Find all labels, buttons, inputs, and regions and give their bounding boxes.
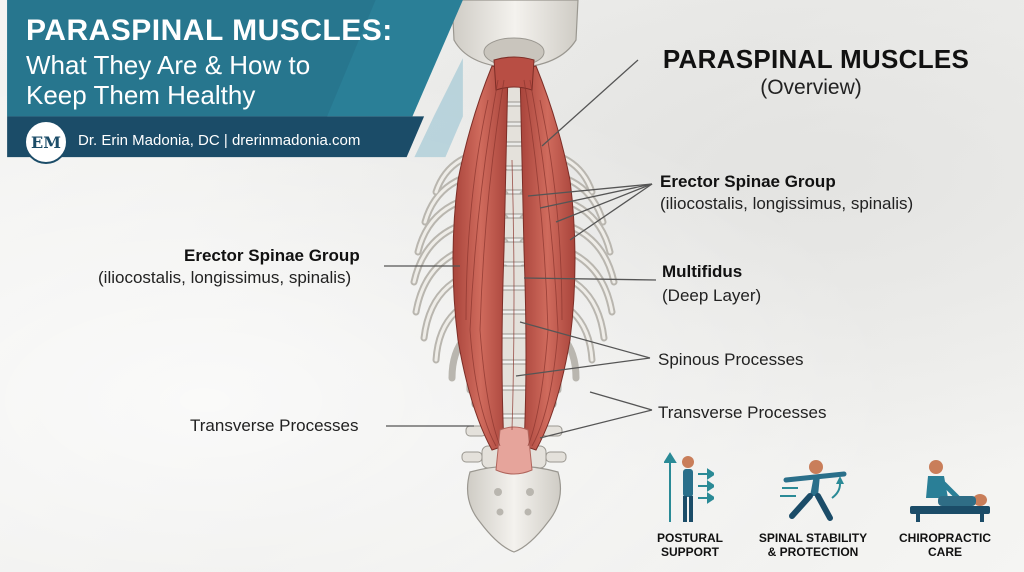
header-banner [7, 0, 463, 158]
label-erector-right-detail: (iliocostalis, longissimus, spinalis) [660, 194, 914, 213]
overview-title: PARASPINAL MUSCLES [662, 44, 970, 74]
infographic-subtitle-line1: What They Are & How to [26, 50, 311, 80]
label-erector-right-title: Erector Spinae Group [660, 172, 836, 191]
chiropractic-icon [910, 460, 990, 522]
label-erector-left-title: Erector Spinae Group [184, 246, 360, 265]
label-multifidus-title: Multifidus [662, 262, 743, 281]
posture-icon [664, 452, 714, 522]
label-transverse-processes-right: Transverse Processes [658, 403, 827, 422]
author-credit: Dr. Erin Madonia, DC | drerinmadonia.com [78, 132, 361, 149]
label-spinous-processes: Spinous Processes [658, 350, 804, 369]
label-erector-left-detail: (iliocostalis, longissimus, spinalis) [98, 268, 352, 287]
leader-lines [384, 59, 657, 439]
label-transverse-processes-left: Transverse Processes [190, 416, 359, 435]
erector-spinae-muscles [452, 56, 576, 475]
infographic-title: PARASPINAL MUSCLES: [26, 14, 393, 47]
author-logo: EM [24, 120, 68, 164]
benefit-spinal-stability: SPINAL STABILITY& PROTECTION [758, 531, 868, 559]
infographic-subtitle-line2: Keep Them Healthy [26, 80, 256, 110]
label-multifidus-detail: (Deep Layer) [662, 286, 762, 305]
sacrum [467, 465, 561, 553]
stretch-icon [780, 460, 847, 521]
overview-subtitle: (Overview) [760, 76, 862, 99]
